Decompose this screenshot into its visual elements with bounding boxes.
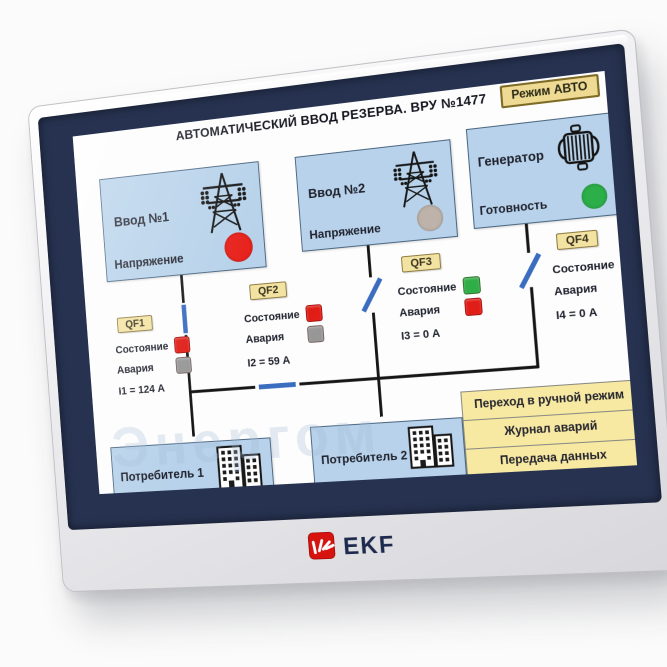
state-label: Состояние <box>397 281 457 299</box>
alarm-label: Авария <box>245 331 285 347</box>
source-label: Генератор <box>477 148 545 170</box>
bus-line-left <box>190 387 255 392</box>
vvod2-feeder-line <box>368 242 371 277</box>
bus-line-right <box>299 367 539 384</box>
vvod2-to-consumer2-line <box>373 313 381 417</box>
source-block-vvod2: Ввод №2 <box>294 139 459 252</box>
state-indicator <box>462 275 482 295</box>
current-value: I2 = 59 А <box>247 354 291 370</box>
breaker-tag-qf2: QF2 <box>249 281 288 301</box>
generator-icon <box>550 118 608 181</box>
state-indicator <box>619 253 638 273</box>
alarm-label: Авария <box>398 304 441 320</box>
voltage-param-label: Напряжение <box>308 221 382 243</box>
buildings-icon <box>401 423 457 476</box>
brand-logo: EKF <box>69 506 667 583</box>
readiness-param-label: Готовность <box>479 198 548 219</box>
hmi-screen-bezel: АВТОМАТИЧЕСКИЙ ВВОД РЕЗЕРВА. ВРУ №1477 Р… <box>37 43 663 531</box>
consumer-label: Потребитель 1 <box>120 466 205 485</box>
hmi-panel: АВТОМАТИЧЕСКИЙ ВВОД РЕЗЕРВА. ВРУ №1477 Р… <box>27 28 667 593</box>
generator-feeder-line <box>526 221 529 253</box>
generator-to-bus-line <box>531 287 538 368</box>
alarm-label: Авария <box>553 282 598 299</box>
qf1-breaker-closed-symbol <box>184 305 186 333</box>
state-label: Состояние <box>115 340 169 357</box>
alarm-indicator <box>464 297 483 317</box>
state-indicator <box>305 304 323 323</box>
consumer-block-2: Потребитель 2 <box>309 417 468 485</box>
voltage-param-label: Напряжение <box>114 251 185 272</box>
power-tower-icon <box>194 166 254 243</box>
state-indicator <box>173 335 191 354</box>
consumer-block-1: Потребитель 1 <box>110 437 275 495</box>
qf4-breaker-open-symbol <box>519 254 542 288</box>
readiness-indicator <box>580 182 609 211</box>
alarm-indicator <box>175 356 193 375</box>
consumer-label: Потребитель 2 <box>320 448 408 468</box>
brand-logo-text: EKF <box>342 531 397 561</box>
qf3-breaker-open-symbol <box>361 278 383 311</box>
breaker-tag-qf4: QF4 <box>555 229 599 251</box>
mode-auto-button[interactable]: Режим АВТО <box>499 73 601 109</box>
source-label: Ввод №1 <box>113 209 170 230</box>
state-label: Состояние <box>243 308 301 326</box>
alarm-label: Авария <box>116 362 155 377</box>
ekf-fan-icon <box>307 532 336 565</box>
alarm-indicator <box>306 324 325 344</box>
alarm-indicator <box>621 275 638 295</box>
source-block-vvod1: Ввод №1 <box>99 161 267 283</box>
source-block-generator: Генератор Готовность <box>465 112 621 230</box>
scada-mimic: АВТОМАТИЧЕСКИЙ ВВОД РЕЗЕРВА. ВРУ №1477 Р… <box>73 71 638 495</box>
current-value: I1 = 124 А <box>118 382 166 398</box>
buildings-icon <box>210 443 266 494</box>
qf2-breaker-closed-symbol <box>259 384 296 387</box>
breaker-tag-qf1: QF1 <box>116 314 154 334</box>
current-value: I4 = 0 А <box>555 306 598 323</box>
breaker-tag-qf3: QF3 <box>400 252 442 273</box>
action-button-stack: Переход в ручной режим Журнал аварий Пер… <box>460 379 638 479</box>
current-value: I3 = 0 А <box>400 327 441 343</box>
state-label: Состояние <box>551 258 616 277</box>
hmi-display: АВТОМАТИЧЕСКИЙ ВВОД РЕЗЕРВА. ВРУ №1477 Р… <box>72 70 638 495</box>
source-label: Ввод №2 <box>307 180 366 202</box>
